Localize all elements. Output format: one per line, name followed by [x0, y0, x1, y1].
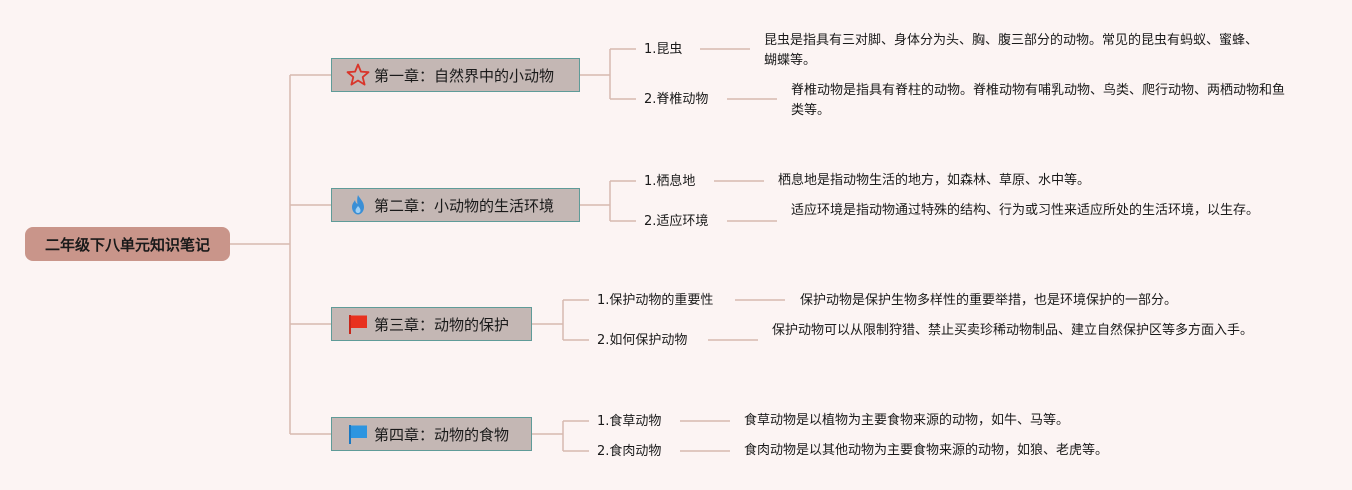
sub-topic-label[interactable]: 1.栖息地	[644, 174, 696, 189]
sub-topic-description: 食草动物是以植物为主要食物来源的动物，如牛、马等。	[744, 413, 1070, 428]
chapter-label: 第三章：动物的保护	[374, 315, 510, 334]
chapter-node-4[interactable]: 第四章：动物的食物	[331, 417, 532, 451]
sub-topic-description: 食肉动物是以其他动物为主要食物来源的动物，如狼、老虎等。	[744, 443, 1109, 458]
sub-topic-description: 栖息地是指动物生活的地方，如森林、草原、水中等。	[778, 173, 1091, 188]
star-icon	[346, 63, 370, 87]
sub-topic-description: 保护动物可以从限制狩猎、禁止买卖珍稀动物制品、建立自然保护区等多方面入手。	[772, 323, 1254, 338]
chapter-label: 第四章：动物的食物	[374, 425, 510, 444]
chapter-node-2[interactable]: 第二章：小动物的生活环境	[331, 188, 580, 222]
sub-topic-description: 适应环境是指动物通过特殊的结构、行为或习性来适应所处的生活环境，以生存。	[791, 203, 1260, 218]
sub-topic-label[interactable]: 1.保护动物的重要性	[597, 293, 714, 308]
sub-topic-label[interactable]: 2.适应环境	[644, 214, 709, 229]
blue-flag-icon	[346, 422, 370, 446]
sub-topic-label[interactable]: 1.昆虫	[644, 42, 683, 57]
sub-topic-description: 昆虫是指具有三对脚、身体分为头、胸、腹三部分的动物。常见的昆虫有蚂蚁、蜜蜂、蝴蝶…	[764, 33, 1259, 68]
sub-topic-label[interactable]: 1.食草动物	[597, 414, 662, 429]
sub-topic-label[interactable]: 2.脊椎动物	[644, 92, 709, 107]
red-flag-icon	[346, 312, 370, 336]
sub-topic-label[interactable]: 2.食肉动物	[597, 444, 662, 459]
sub-topic-label[interactable]: 2.如何保护动物	[597, 333, 688, 348]
sub-topic-description: 脊椎动物是指具有脊柱的动物。脊椎动物有哺乳动物、鸟类、爬行动物、两栖动物和鱼类等…	[791, 83, 1286, 118]
chapter-node-1[interactable]: 第一章：自然界中的小动物	[331, 58, 580, 92]
fire-icon	[346, 193, 370, 217]
sub-topic-description: 保护动物是保护生物多样性的重要举措，也是环境保护的一部分。	[800, 293, 1178, 308]
chapter-label: 第二章：小动物的生活环境	[374, 196, 555, 215]
chapter-node-3[interactable]: 第三章：动物的保护	[331, 307, 532, 341]
chapter-label: 第一章：自然界中的小动物	[374, 66, 555, 85]
root-node[interactable]: 二年级下八单元知识笔记	[25, 227, 230, 261]
